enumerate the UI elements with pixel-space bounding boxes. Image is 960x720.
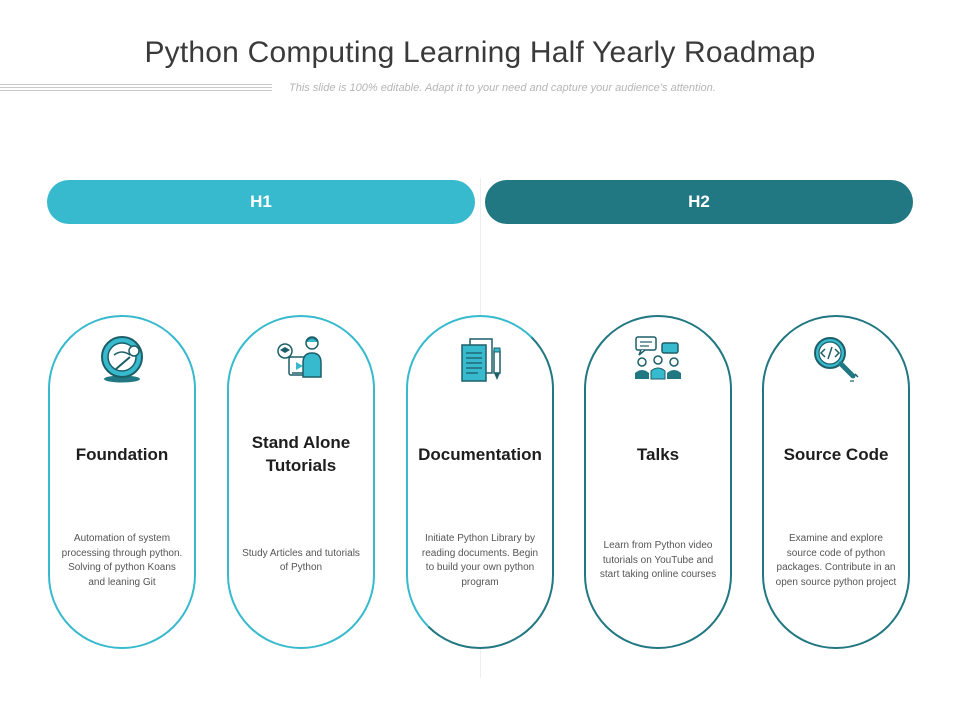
phase-h2-label: H2 bbox=[688, 192, 710, 211]
phase-h1-label: H1 bbox=[250, 192, 272, 211]
subtitle-decoration bbox=[0, 84, 272, 94]
card-heading: Stand Alone Tutorials bbox=[251, 433, 351, 475]
card-description: Study Articles and tutorials of Python bbox=[242, 547, 360, 574]
video-tutorial-icon bbox=[277, 336, 322, 378]
card-foundation: Foundation Automation of system processi… bbox=[48, 315, 196, 649]
card-heading: Foundation bbox=[75, 444, 169, 464]
card-documentation: Documentation Initiate Python Library by… bbox=[406, 315, 554, 649]
card-description: Learn from Python video tutorials on You… bbox=[599, 540, 717, 581]
card-heading: Source Code bbox=[783, 444, 889, 464]
group-talk-icon bbox=[635, 336, 681, 380]
card-description: Initiate Python Library by reading docum… bbox=[421, 533, 539, 588]
card-heading: Documentation bbox=[418, 444, 542, 464]
page-subtitle: This slide is 100% editable. Adapt it to… bbox=[289, 82, 716, 94]
webcam-icon bbox=[101, 336, 143, 383]
card-description: Examine and explore source code of pytho… bbox=[775, 533, 897, 588]
code-search-icon bbox=[814, 337, 859, 382]
documents-pen-icon bbox=[461, 338, 501, 382]
phase-h2-bar: H2 bbox=[485, 180, 913, 224]
card-heading: Talks bbox=[636, 444, 680, 464]
card-source-code: Source Code Examine and explore source c… bbox=[762, 315, 910, 649]
page-title: Python Computing Learning Half Yearly Ro… bbox=[144, 36, 816, 69]
card-talks: Talks Learn from Python video tutorials … bbox=[584, 315, 732, 649]
card-description: Automation of system processing through … bbox=[61, 533, 183, 588]
phase-h1-bar: H1 bbox=[47, 180, 475, 224]
card-stand-alone-tutorials: Stand Alone Tutorials Study Articles and… bbox=[227, 315, 375, 649]
